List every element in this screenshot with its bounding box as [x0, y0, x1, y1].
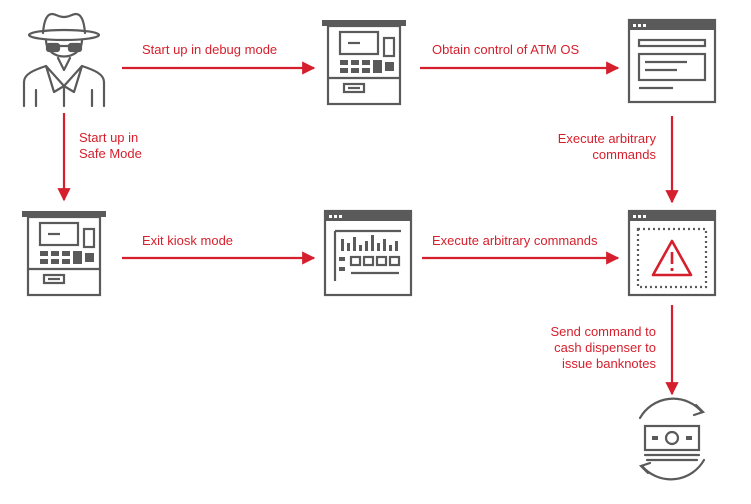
label-line: Safe Mode	[79, 146, 142, 161]
label-safe-mode: Start up in Safe Mode	[79, 130, 142, 162]
window-chart-icon	[323, 209, 413, 297]
label-send-command: Send command to cash dispenser to issue …	[550, 324, 656, 372]
label-exit-kiosk: Exit kiosk mode	[142, 233, 233, 249]
label-execute-arbitrary-horizontal: Execute arbitrary commands	[432, 233, 597, 249]
label-line: Exit kiosk mode	[142, 233, 234, 248]
label-line: Send command to	[550, 324, 656, 339]
hacker-icon	[22, 12, 106, 108]
label-line: commands	[592, 147, 656, 162]
label-line: Start up in debug mode	[142, 42, 278, 57]
label-execute-arbitrary-vertical: Execute arbitrary commands	[558, 131, 656, 163]
atm-icon	[322, 20, 406, 106]
label-line: Start up in	[79, 130, 139, 145]
label-line: Execute arbitrary	[557, 131, 656, 146]
label-line: Execute arbitrary commands	[432, 233, 598, 248]
label-obtain-control: Obtain control of ATM OS	[432, 42, 579, 58]
label-line: Obtain control of ATM OS	[432, 42, 580, 57]
label-line: cash dispenser to	[554, 340, 656, 355]
label-debug-mode: Start up in debug mode	[142, 42, 277, 58]
warning-window-icon	[627, 209, 717, 297]
banknote-cycle-icon	[638, 397, 706, 481]
atm-icon	[22, 211, 106, 297]
window-icon	[627, 18, 717, 104]
label-line: issue banknotes	[562, 356, 656, 371]
